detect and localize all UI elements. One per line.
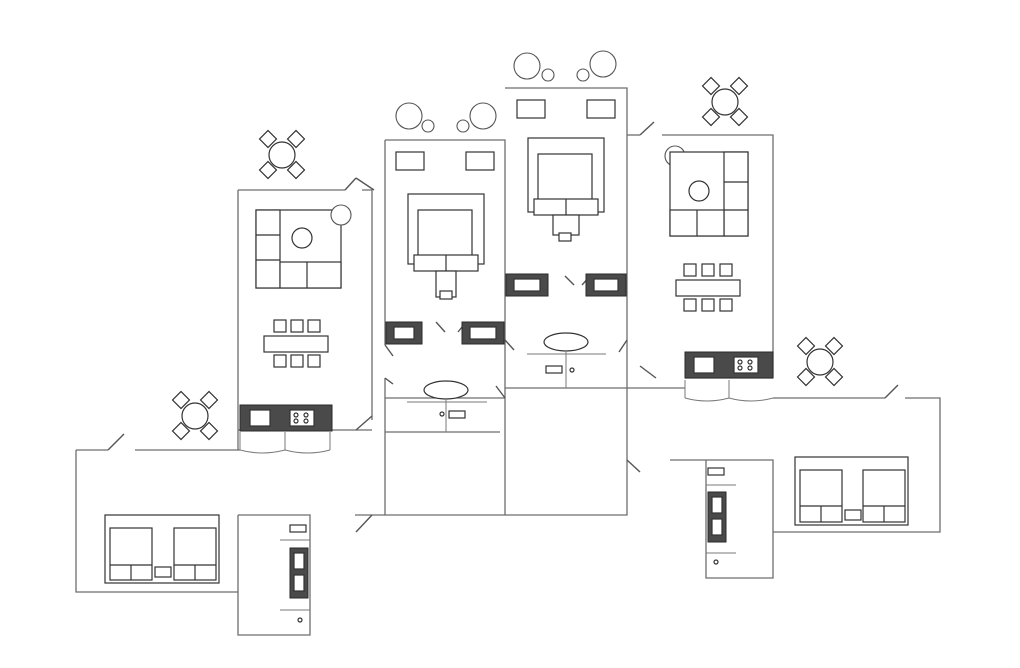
plant-icon <box>469 102 497 130</box>
patio-table-icon <box>796 336 844 387</box>
door-swing-icon <box>564 275 575 286</box>
plant-icon <box>541 68 555 82</box>
plant-icon <box>456 119 470 133</box>
bed-icon <box>104 514 220 584</box>
bathtub-icon <box>706 467 736 565</box>
sofa-icon <box>669 151 749 237</box>
door-swings <box>107 121 899 533</box>
door-swing-icon <box>504 339 515 351</box>
patio-table-icon <box>171 390 219 441</box>
unit-1 <box>239 204 352 454</box>
bathtub-icon <box>280 524 310 623</box>
plant-icon <box>395 102 423 130</box>
sofa-icon <box>255 209 342 289</box>
door-swing-icon <box>618 339 628 353</box>
door-swing-icon <box>355 514 373 533</box>
door-swing-icon <box>626 459 641 473</box>
bed-icon <box>407 193 485 300</box>
plant-icon <box>576 68 590 82</box>
dining-table-icon <box>675 263 741 312</box>
kitchen-counter-icon <box>684 351 774 379</box>
plant-icon <box>421 119 435 133</box>
unit-3 <box>505 50 627 388</box>
door-swing-icon <box>495 385 506 399</box>
door-swing-icon <box>355 415 373 431</box>
door-swing-icon <box>384 344 394 357</box>
plant-icon <box>330 204 352 226</box>
door-swing-icon <box>107 433 125 451</box>
door-swing-icon <box>355 177 375 191</box>
dining-table-icon <box>263 319 329 368</box>
patio-table-icon <box>701 76 749 127</box>
walls <box>75 87 941 636</box>
door-swing-icon <box>639 365 657 379</box>
unit-4 <box>664 145 774 402</box>
plant-icon <box>589 50 617 78</box>
patio-table-icon <box>258 129 306 180</box>
kitchen-counter-icon <box>239 404 333 432</box>
door-swing-icon <box>639 121 655 136</box>
door-swing-icon <box>884 384 899 399</box>
bed-icon <box>794 456 909 526</box>
door-swing-icon <box>384 377 394 385</box>
unit-2 <box>385 102 505 432</box>
bed-icon <box>527 137 605 242</box>
door-swing-icon <box>435 321 446 333</box>
door-swing-icon <box>344 177 357 191</box>
plant-icon <box>513 52 541 80</box>
